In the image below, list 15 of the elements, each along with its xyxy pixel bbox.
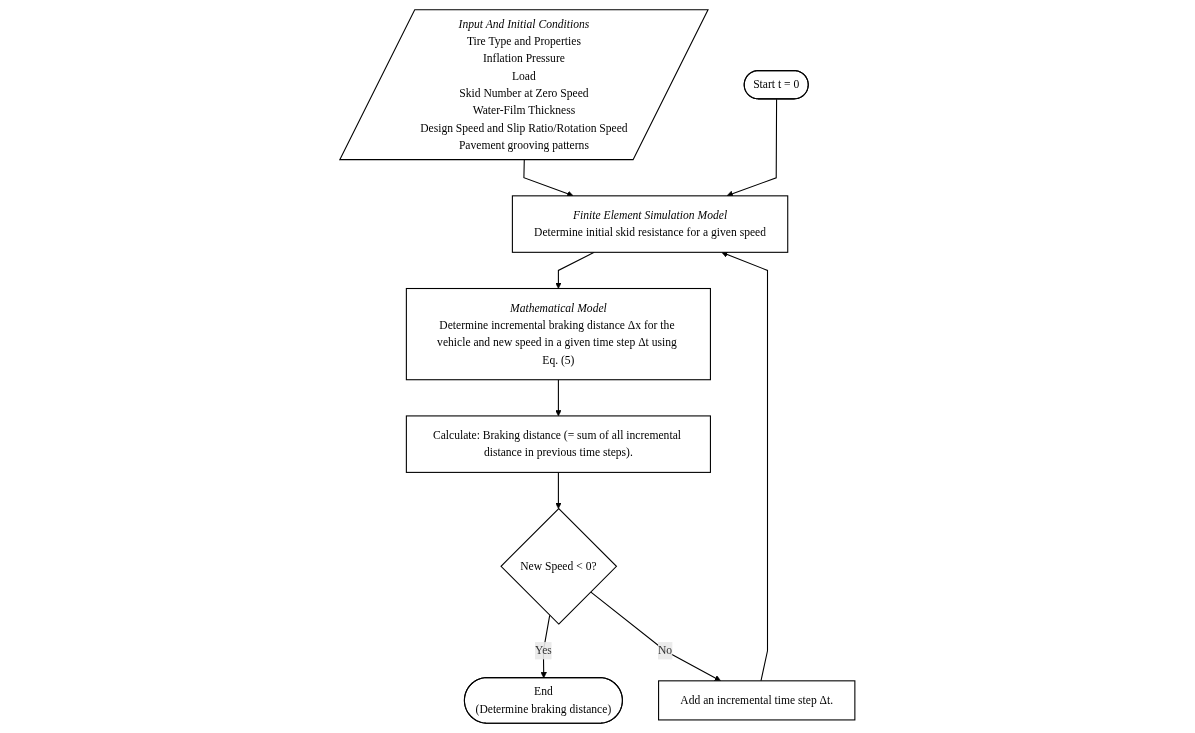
node-box: Finite Element Simulation Model Determine initial skid resistance for a given speed (512, 195, 789, 253)
edge-label: No (658, 644, 673, 657)
arrow (555, 251, 595, 289)
arrow (721, 251, 769, 682)
edge-label: Yes (535, 644, 552, 657)
arrow (590, 591, 722, 682)
arrow (555, 379, 562, 417)
node-box: Mathematical Model Determine incremental braking distance Δx for the vehicle and new speed in a given time step Δt using Eq. (5) (406, 287, 712, 381)
arrow (540, 614, 551, 679)
node-box: Add an incremental time step Δt. (658, 680, 856, 721)
node-box: Calculate: Braking distance (= sum of all incremental distance in previous time steps). (406, 415, 712, 473)
node-diamond: New Speed < 0? (500, 507, 618, 625)
arrow (726, 98, 778, 197)
arrow (523, 159, 574, 197)
arrow (555, 471, 562, 509)
